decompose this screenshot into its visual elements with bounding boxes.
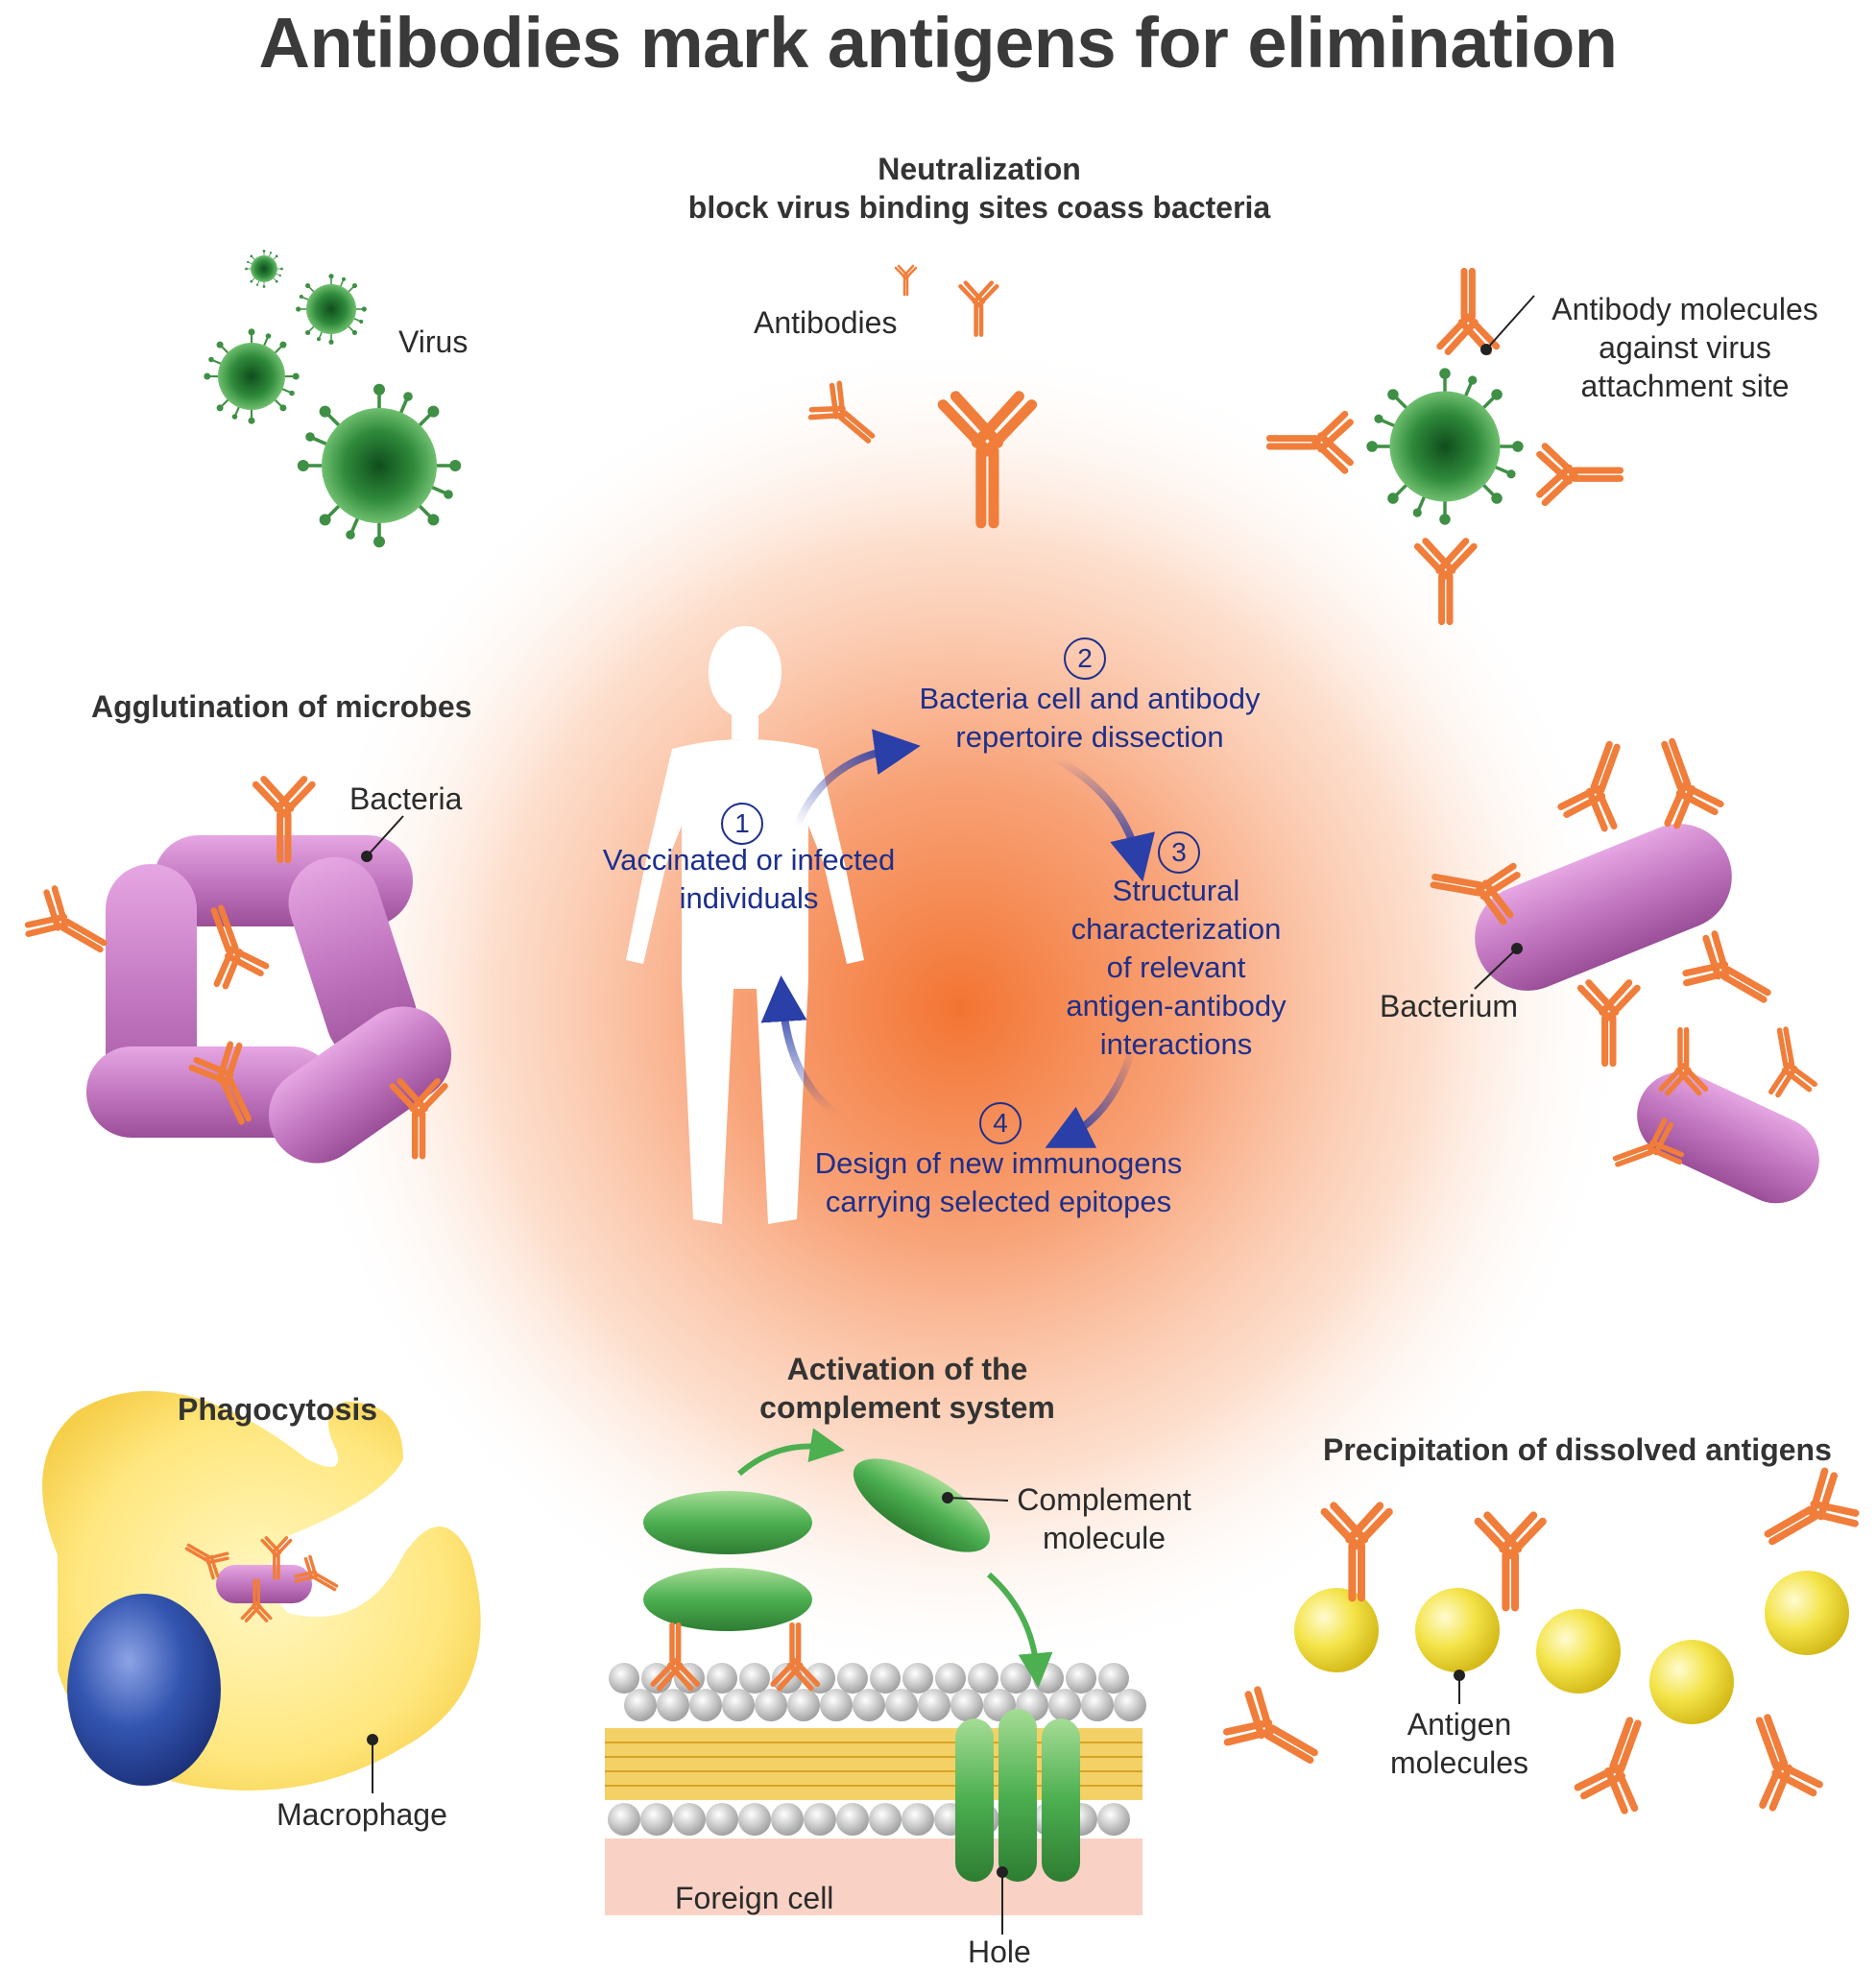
step-4-text: Design of new immunogens carrying select… [778,1144,1219,1221]
complement-heading: Activation of the complement system [710,1350,1104,1427]
agglutinated-bacteria [24,780,452,1164]
step-3-line1: Structural [1112,874,1240,907]
neutralization-heading: Neutralization block virus binding sites… [595,150,1363,227]
step-3-line5: interactions [1099,1027,1253,1061]
human-silhouette [626,626,864,1224]
neutralization-heading-line2: block virus binding sites coass bacteria [687,190,1271,225]
antigen-label-line2: molecules [1389,1745,1529,1780]
phagocytosis-heading: Phagocytosis [178,1392,378,1427]
step-3-line2: characterization [1070,912,1282,946]
leader-lines [361,295,1535,1935]
central-glow [288,336,1632,1680]
macrophage [42,1390,481,1791]
antigen-label-line1: Antigen [1407,1707,1512,1742]
complement-membrane [605,1428,1146,1915]
precipitation-heading: Precipitation of dissolved antigens [1323,1432,1832,1467]
virus-label: Virus [398,324,469,359]
bacteria-right [1430,733,1819,1204]
neutralization-heading-line1: Neutralization [878,152,1081,186]
cycle-arrows [760,729,1155,1148]
antigen-molecules-label: Antigen molecules [1354,1705,1565,1782]
bacterium-label: Bacterium [1380,989,1519,1023]
foreign-cell-label: Foreign cell [675,1881,834,1915]
macrophage-label: Macrophage [277,1797,447,1832]
complement-molecule-line1: Complement [1017,1482,1191,1517]
complement-pore [955,1709,1080,1882]
step-2-text: Bacteria cell and antibody repertoire di… [883,680,1296,757]
precipitation-complex [1222,1468,1860,1814]
attachment-label-line2: against virus [1599,330,1771,365]
complement-molecule-line2: molecule [1042,1521,1166,1555]
attachment-label-line3: attachment site [1580,369,1790,403]
complement-heading-line1: Activation of the [786,1352,1028,1386]
bacteria-label: Bacteria [349,781,463,816]
page-title: Antibodies mark antigens for elimination [258,3,1618,83]
step-1-line2: individuals [679,881,819,915]
attachment-label-line1: Antibody molecules [1551,292,1818,326]
step-4-line2: carrying selected epitopes [825,1185,1172,1218]
step-4-line1: Design of new immunogens [814,1146,1183,1180]
antibodies-label: Antibodies [754,305,898,340]
agglutination-heading: Agglutination of microbes [91,689,472,724]
step-1-number: 1 [721,803,763,845]
step-4-number: 4 [979,1102,1022,1144]
step-2-line1: Bacteria cell and antibody [919,682,1261,715]
step-3-number: 3 [1158,831,1200,874]
step-3-line4: antigen-antibody [1066,989,1287,1022]
complement-molecule-label: Complement molecule [998,1480,1210,1557]
step-2-line2: repertoire dissection [955,720,1224,754]
virus-cluster [203,249,464,550]
step-2-number: 2 [1064,637,1106,680]
step-1-line1: Vaccinated or infected [602,843,896,877]
hole-label: Hole [968,1935,1031,1969]
attachment-site-label: Antibody molecules against virus attachm… [1527,290,1843,405]
step-1-text: Vaccinated or infected individuals [566,841,931,918]
step-3-line3: of relevant [1106,950,1246,984]
step-3-text: Structural characterization of relevant … [1037,872,1315,1064]
complement-heading-line2: complement system [759,1390,1055,1425]
